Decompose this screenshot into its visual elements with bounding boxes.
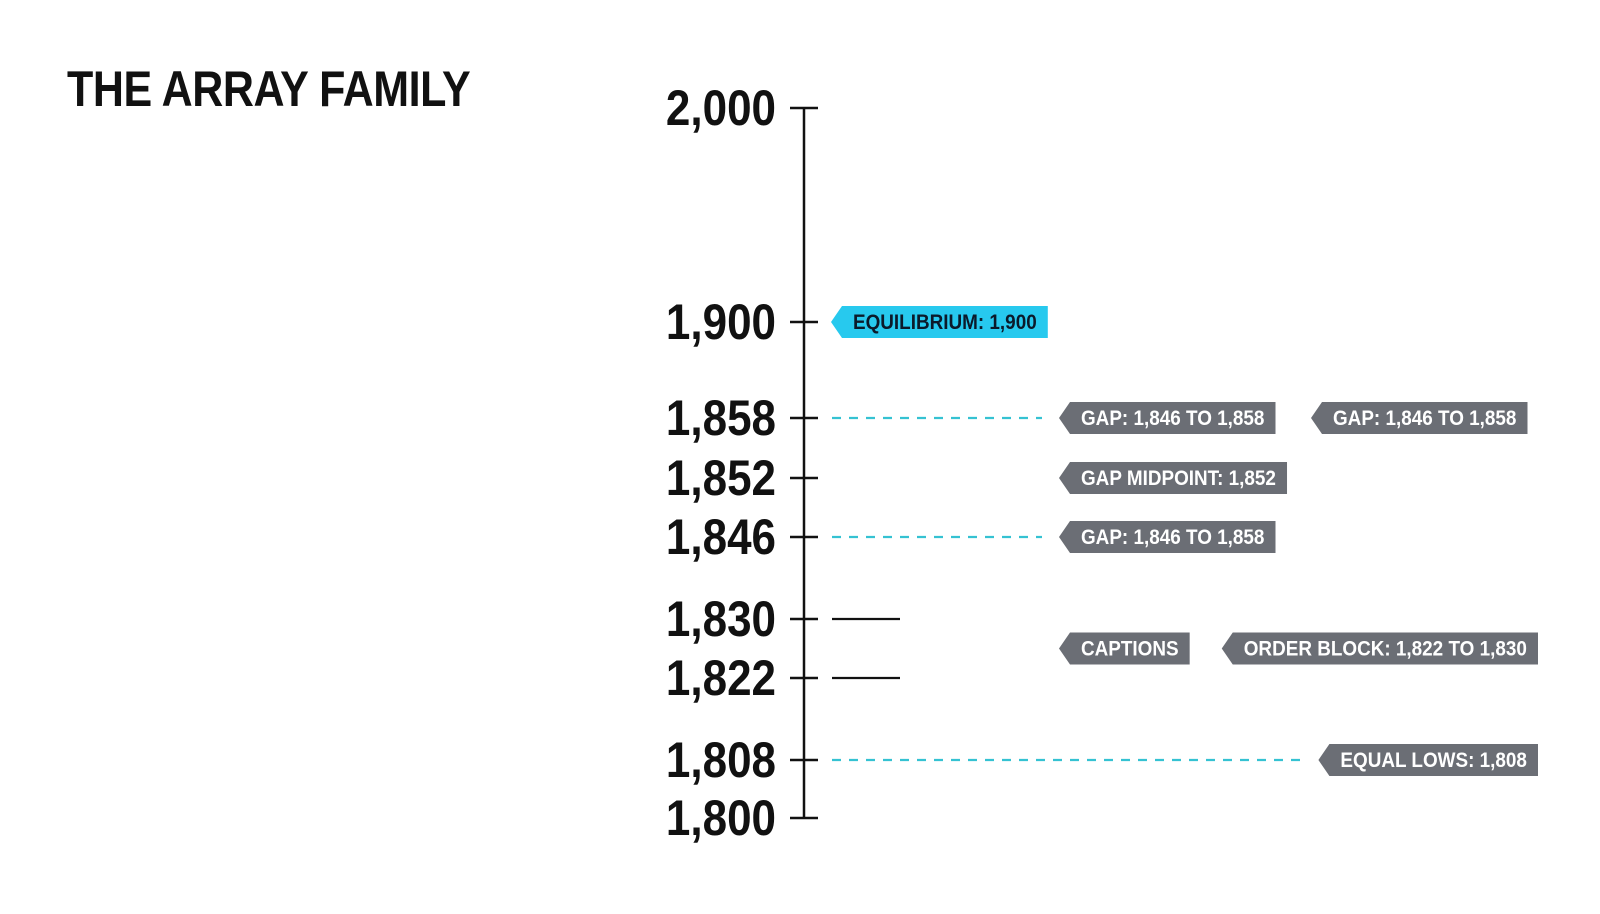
tag-gap-bottom <box>1059 521 1276 553</box>
tick-label-1858: 1,858 <box>666 389 776 445</box>
tag-order-block <box>1221 632 1538 665</box>
tag-captions <box>1059 632 1190 665</box>
tag-label-gap-bottom: GAP: 1,846 TO 1,858 <box>1081 526 1264 549</box>
tag-gap-midpoint <box>1059 462 1288 494</box>
tick-label-1900: 1,900 <box>666 293 776 349</box>
tag-label-captions: CAPTIONS <box>1081 638 1179 661</box>
tick-label-1852: 1,852 <box>666 449 776 505</box>
tick-label-1830: 1,830 <box>666 590 776 646</box>
tick-label-1800: 1,800 <box>666 789 776 845</box>
tag-label-gap-top-b: GAP: 1,846 TO 1,858 <box>1333 407 1516 430</box>
tick-label-1846: 1,846 <box>666 508 776 564</box>
tick-label-2000: 2,000 <box>666 79 776 135</box>
tag-gap-top-b <box>1311 402 1528 434</box>
tick-label-1808: 1,808 <box>666 731 776 787</box>
tag-label-gap-midpoint: GAP MIDPOINT: 1,852 <box>1081 467 1276 490</box>
tag-label-equilibrium: EQUILIBRIUM: 1,900 <box>853 311 1037 334</box>
tag-gap-top-a <box>1059 402 1276 434</box>
tag-label-equal-lows: EQUAL LOWS: 1,808 <box>1340 749 1527 772</box>
page-title: THE ARRAY FAMILY <box>67 61 471 117</box>
tag-label-order-block: ORDER BLOCK: 1,822 TO 1,830 <box>1244 638 1527 661</box>
tag-equilibrium <box>831 306 1048 338</box>
tick-label-1822: 1,822 <box>666 649 776 705</box>
tag-label-gap-top-a: GAP: 1,846 TO 1,858 <box>1081 407 1264 430</box>
tag-equal-lows <box>1318 744 1538 776</box>
